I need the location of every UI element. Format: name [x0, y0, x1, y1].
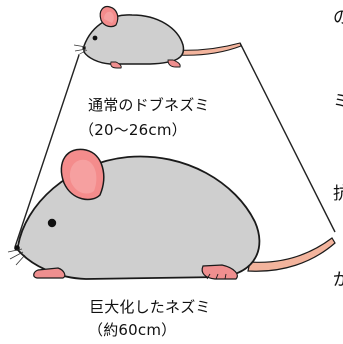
small-rat-body [83, 14, 185, 65]
edge-glyph-upper: ミ [333, 92, 343, 112]
large-rat-eye [47, 218, 57, 228]
small-rat-name-label: 通常のドブネズミ [88, 96, 210, 114]
large-rat-tail [247, 237, 336, 272]
scale-line-right [239, 42, 336, 233]
small-rat-size-label: （20～26cm） [79, 121, 187, 139]
edge-glyph-bottom: が [333, 270, 343, 290]
large-rat-front-foot [33, 267, 66, 279]
small-rat-feet [110, 59, 181, 69]
edge-glyph-lower: 抗 [333, 184, 343, 204]
large-rat-name-label: 巨大化したネズミ [89, 298, 211, 316]
large-rat-whiskers [7, 248, 26, 266]
small-rat-illustration [73, 5, 242, 69]
large-rat-body [17, 155, 261, 280]
small-rat-whiskers [73, 44, 88, 56]
small-rat-eye [92, 35, 98, 41]
small-rat-nose [82, 46, 86, 50]
large-rat-illustration [7, 148, 336, 280]
scale-line-left [14, 54, 80, 248]
small-rat-tail [175, 42, 242, 56]
edge-glyph-top: の [333, 8, 343, 28]
large-rat-hind-foot [201, 264, 238, 280]
large-rat-ear-inner [69, 159, 97, 194]
large-rat-size-label: （約60cm） [88, 321, 177, 339]
